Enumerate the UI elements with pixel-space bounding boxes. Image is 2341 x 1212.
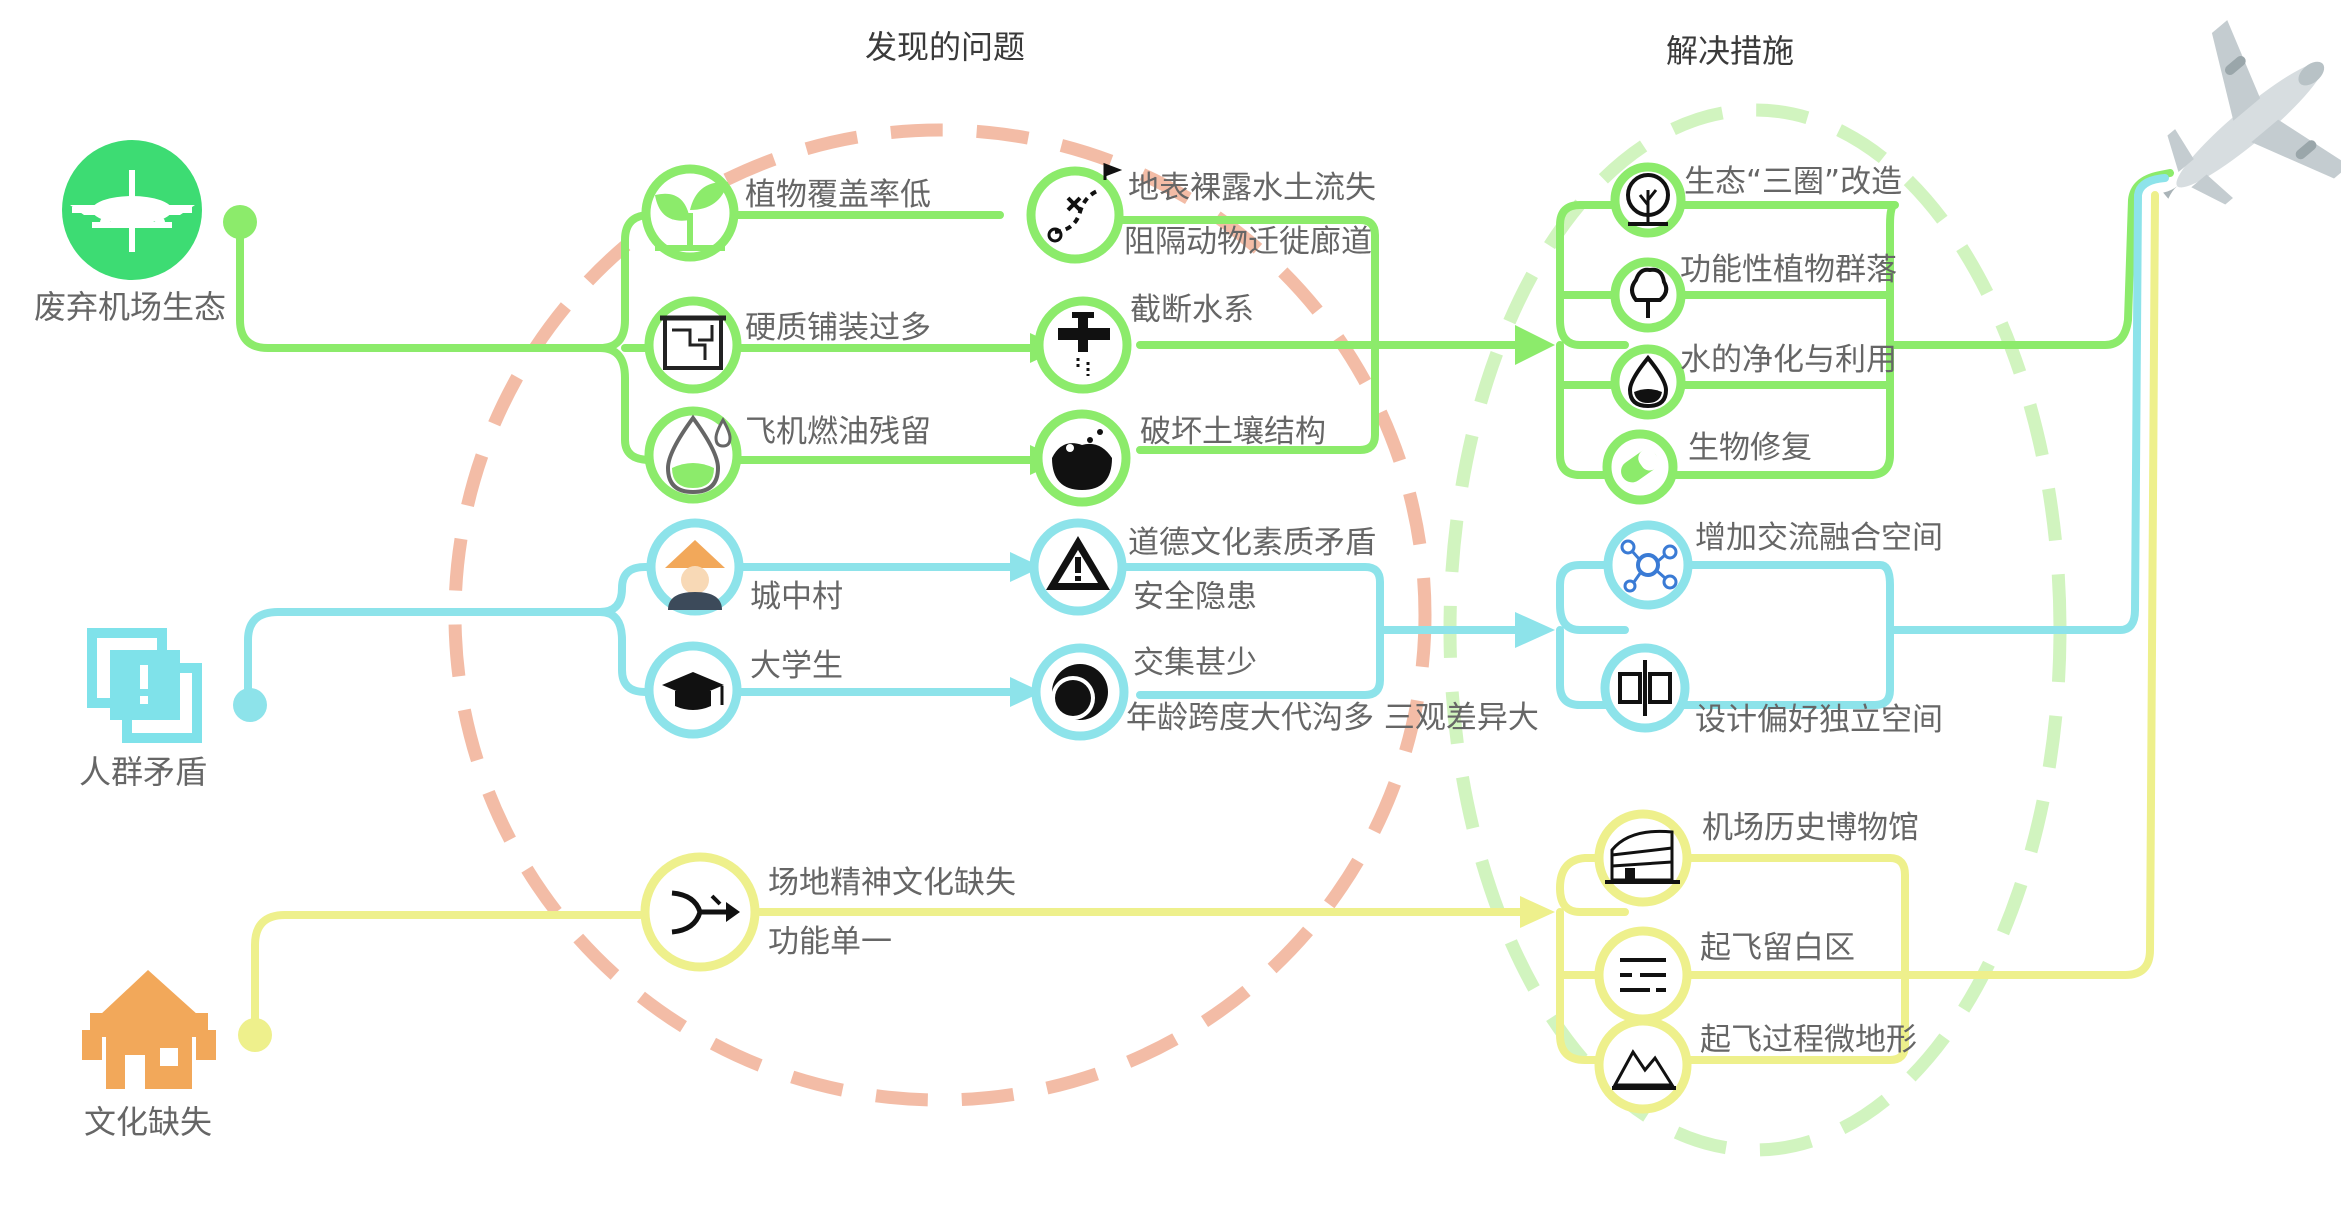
split-rooms-icon: [1600, 643, 1690, 733]
museum-icon: [1594, 809, 1692, 907]
culture-source-label: 文化缺失: [84, 1103, 212, 1141]
tree-circle-icon: [1610, 162, 1686, 238]
problems-dashed-circle: [448, 123, 1432, 1107]
soil-icon: [1033, 409, 1131, 507]
merge-arrow-icon: [640, 852, 760, 972]
cause-spirit-missing: 场地精神文化缺失: [768, 865, 1016, 901]
crowd-start-dot: [233, 688, 267, 722]
graduation-cap-icon: [644, 641, 742, 739]
eclipse-icon: [1031, 643, 1129, 741]
effect-soil-structure: 破坏土壤结构: [1140, 414, 1326, 450]
crowd-arrows: [1010, 552, 1555, 707]
problems-header: 发现的问题: [865, 28, 1025, 66]
blank-lines-icon: [1594, 926, 1692, 1024]
solution-independent-space: 设计偏好独立空间: [1695, 702, 1943, 738]
cause-hard-paving: 硬质铺装过多: [745, 310, 931, 346]
cause-plant-coverage: 植物覆盖率低: [745, 177, 931, 213]
solution-micro-terrain: 起飞过程微地形: [1700, 1022, 1917, 1058]
sprout-icon: [641, 164, 739, 262]
solutions-header: 解决措施: [1666, 32, 1794, 70]
effect-water-cut: 截断水系: [1130, 292, 1254, 328]
solution-water-purification: 水的净化与利用: [1680, 342, 1897, 378]
warning-squares-icon: [87, 628, 202, 743]
capsule-icon: [1602, 429, 1678, 505]
cause-single-function: 功能单一: [768, 924, 892, 960]
effect-safety-hazard: 安全隐患: [1133, 579, 1257, 615]
tree-icon: [1610, 257, 1686, 333]
path-flag-icon: [1026, 162, 1124, 264]
network-icon: [1603, 520, 1693, 610]
solution-airport-museum: 机场历史博物馆: [1702, 810, 1919, 846]
solution-three-circles: 生态“三圈”改造: [1684, 164, 1902, 200]
villager-icon: [646, 518, 744, 616]
cause-fuel-residue: 飞机燃油残留: [745, 414, 931, 450]
solution-takeoff-blank: 起飞留白区: [1700, 930, 1855, 966]
faucet-icon: [1034, 296, 1132, 394]
crowd-source-label: 人群矛盾: [79, 753, 207, 791]
house-icon: [82, 970, 216, 1089]
effect-moral-conflict: 道德文化素质矛盾: [1128, 525, 1376, 561]
airplane-circle-icon: [62, 140, 202, 280]
ecology-source-label: 废弃机场生态: [34, 288, 226, 326]
effect-little-intersection: 交集甚少: [1133, 645, 1257, 681]
cause-urban-village: 城中村: [750, 579, 843, 615]
mountain-icon: [1594, 1016, 1692, 1114]
effect-migration-blocked: 阻隔动物迁徙廊道: [1124, 224, 1372, 260]
solution-bioremediation: 生物修复: [1688, 430, 1812, 466]
solution-exchange-space: 增加交流融合空间: [1695, 520, 1943, 556]
culture-flow-lines: [251, 191, 2159, 1064]
water-drop-icon: [644, 406, 742, 504]
warning-triangle-icon: [1029, 518, 1127, 616]
culture-start-dot: [238, 1018, 272, 1052]
map-board-icon: [644, 296, 742, 394]
crowd-flow-lines: [244, 174, 2169, 709]
airplane-icon: [2163, 20, 2341, 205]
effect-generation-gap: 年龄跨度大代沟多 三观差异大: [1126, 700, 1539, 736]
drop-icon: [1610, 344, 1686, 420]
effect-soil-erosion: 地表裸露水土流失: [1128, 170, 1376, 206]
solution-functional-plants: 功能性植物群落: [1680, 252, 1897, 288]
cause-students: 大学生: [750, 648, 843, 684]
culture-arrows: [1520, 896, 1555, 928]
ecology-start-dot: [223, 205, 257, 239]
